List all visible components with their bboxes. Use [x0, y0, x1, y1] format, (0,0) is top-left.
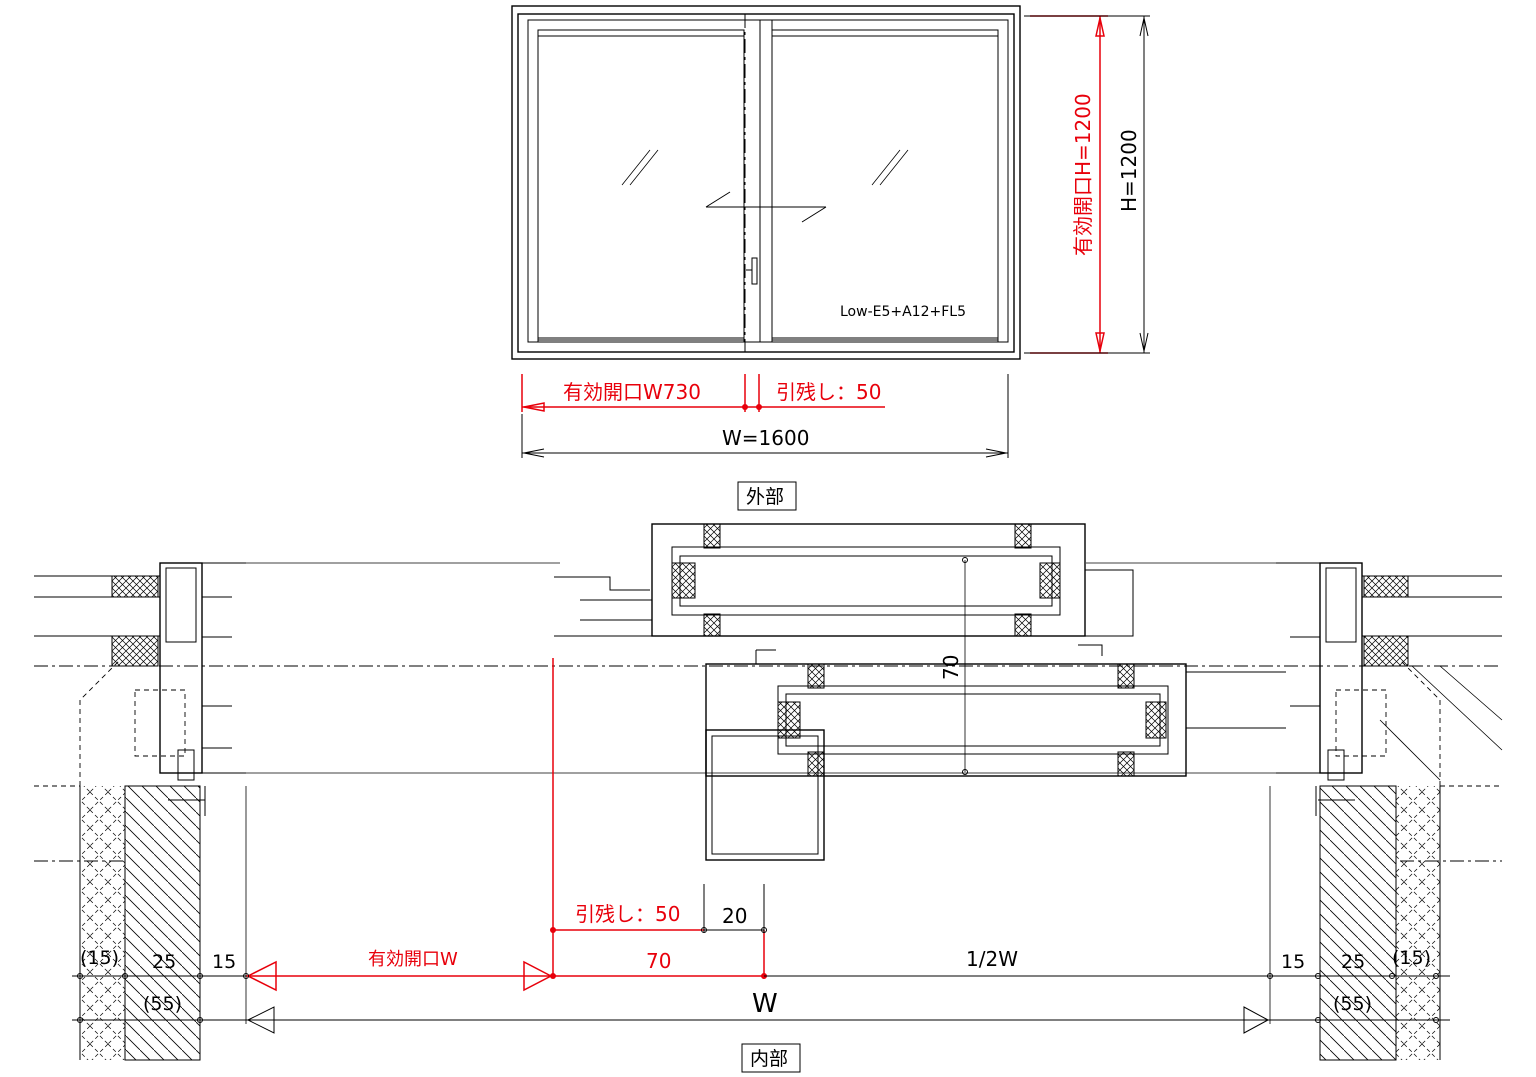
left-dim-25: 25 [152, 951, 176, 973]
effective-width-dimension: 有効開口W730 引残し：50 [521, 374, 885, 412]
half-width-label: 1/2W [966, 947, 1018, 971]
left-dim-15-paren: (15) [80, 947, 119, 969]
section-dimensions: 引残し：50 有効開口W 70 20 1/2W (15) 25 15 (55) … [72, 658, 1450, 1034]
overall-width-dimension: W=1600 [521, 374, 1009, 458]
right-dim-55: (55) [1333, 993, 1372, 1015]
gap-label: 20 [722, 904, 747, 928]
section-pull-remain-label: 引残し：50 [575, 902, 680, 926]
inner-sash [705, 649, 1286, 861]
interior-label: 内部 [750, 1048, 788, 1070]
section-effective-width-label: 有効開口W [368, 949, 458, 970]
left-dim-55: (55) [143, 993, 182, 1015]
depth-label: 70 [939, 655, 963, 680]
right-dim-15: 15 [1281, 951, 1305, 973]
exterior-label: 外部 [746, 486, 784, 508]
effective-width-label: 有効開口W730 [563, 380, 701, 404]
height-label: H=1200 [1117, 129, 1141, 212]
right-dim-25: 25 [1341, 951, 1365, 973]
window-elevation: Low-E5+A12+FL5 [511, 5, 1021, 360]
section-width-label: W [752, 989, 778, 1019]
outer-sash [554, 523, 1134, 656]
left-dim-15: 15 [212, 951, 236, 973]
effective-height-dimension: 有効開口H=1200 [1030, 15, 1108, 354]
glass-spec: Low-E5+A12+FL5 [840, 304, 966, 320]
pull-remain-label: 引残し：50 [776, 380, 881, 404]
overall-width-label: W=1600 [722, 426, 809, 450]
right-dim-15-paren: (15) [1392, 947, 1431, 969]
overlap-label: 70 [646, 949, 671, 973]
effective-height-label: 有効開口H=1200 [1071, 93, 1095, 256]
plan-section: 70 [34, 523, 1503, 1061]
height-dimension: H=1200 [1024, 15, 1150, 354]
